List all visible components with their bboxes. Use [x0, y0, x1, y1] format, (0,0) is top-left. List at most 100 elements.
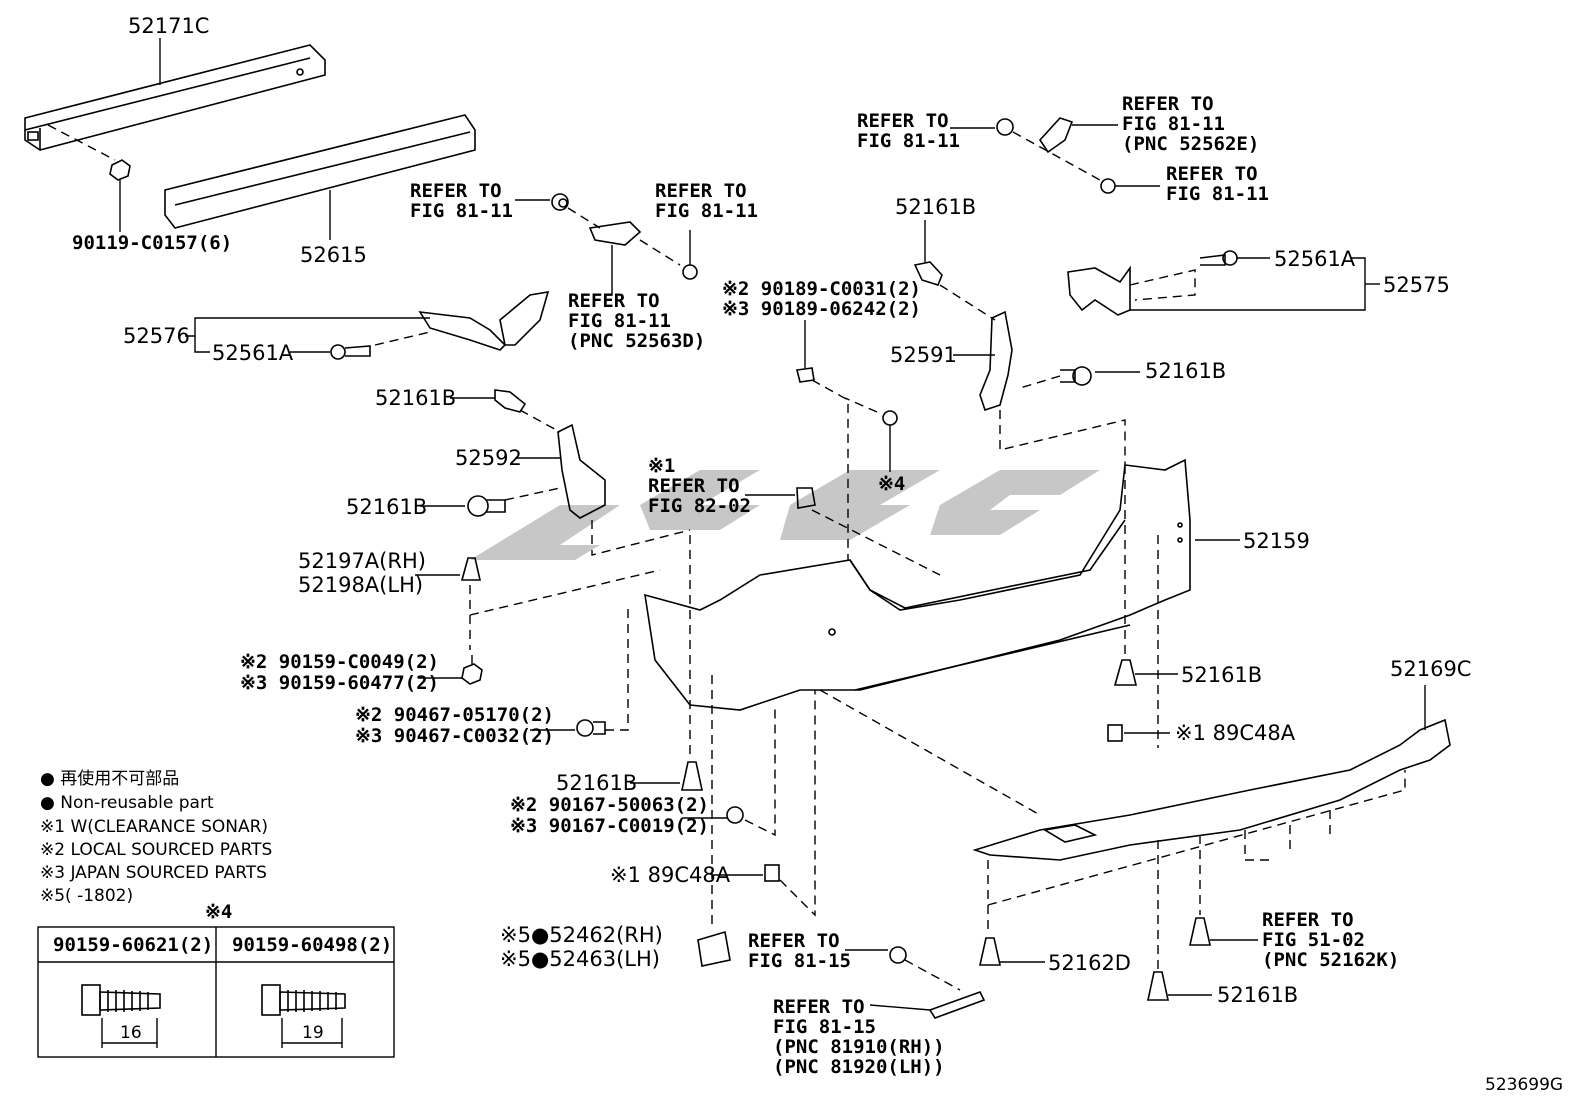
- label-52161B: 52161B: [1181, 663, 1262, 687]
- clip-icon: [889, 946, 907, 964]
- clip-icon: [996, 118, 1014, 136]
- clip-52161B-icon: [913, 261, 943, 286]
- clip-52162K-icon: [1189, 917, 1211, 946]
- refer-pnc: (PNC 52562E): [1122, 133, 1259, 155]
- bracket-52563D: [588, 221, 642, 246]
- legend-note-5: ※5( -1802): [40, 886, 133, 906]
- label-90167-japan: ※3 90167-C0019(2): [510, 815, 709, 837]
- table-col2-header: 90159-60498(2): [232, 934, 392, 956]
- refer-fig-link[interactable]: FIG 81-11: [568, 310, 671, 332]
- note-mark-s4: ※4: [878, 473, 905, 495]
- reflector-icon: [928, 991, 986, 1019]
- refer-pnc: (PNC 52162K): [1262, 949, 1399, 971]
- refer-fig-link[interactable]: FIG 81-11: [1166, 183, 1269, 205]
- legend-note-3: ※3 JAPAN SOURCED PARTS: [40, 863, 267, 883]
- label-52161B: 52161B: [375, 386, 456, 410]
- label-52561A-left: 52561A: [212, 341, 294, 365]
- label-89C48A-right: ※1 89C48A: [1175, 721, 1296, 745]
- label-52592: 52592: [455, 446, 522, 470]
- screw-icon: [682, 264, 698, 280]
- refer-fig-link[interactable]: FIG 81-11: [410, 200, 513, 222]
- part-52462-cover: [697, 930, 731, 967]
- label-90189-local: ※2 90189-C0031(2): [722, 278, 921, 300]
- refer-label: REFER TO: [655, 180, 747, 202]
- label-52575: 52575: [1383, 273, 1450, 297]
- clip-52161B-icon: [1060, 366, 1092, 386]
- clip-52161B-icon: [681, 761, 703, 791]
- refer-fig-link[interactable]: FIG 81-11: [1122, 113, 1225, 135]
- refer-fig-link[interactable]: FIG 81-15: [748, 950, 851, 972]
- refer-label: REFER TO: [1166, 163, 1258, 185]
- refer-label: REFER TO: [1262, 909, 1354, 931]
- table-dim2: 19: [302, 1023, 324, 1043]
- bolt-16mm-icon: [81, 984, 161, 1048]
- label-52162D: 52162D: [1048, 951, 1131, 975]
- label-52171C: 52171C: [128, 14, 209, 38]
- refer-label: REFER TO: [748, 930, 840, 952]
- clip-52161B-icon: [1113, 659, 1138, 686]
- label-90159-japan: ※3 90159-60477(2): [240, 672, 439, 694]
- label-90467-local: ※2 90467-05170(2): [355, 704, 554, 726]
- refer-fig-link[interactable]: FIG 82-02: [648, 495, 751, 517]
- label-89C48A-left: ※1 89C48A: [610, 863, 731, 887]
- watermark-logo: [470, 470, 1100, 560]
- table-col1-header: 90159-60621(2): [53, 934, 213, 956]
- label-52161B: 52161B: [556, 771, 637, 795]
- label-52197A: 52197A(RH): [298, 549, 426, 573]
- nut-90189-icon: [796, 367, 815, 383]
- table-dim1: 16: [120, 1023, 142, 1043]
- clip-52161B-icon: [467, 495, 506, 517]
- label-52161B: 52161B: [1217, 983, 1298, 1007]
- bracket-52562E: [1038, 117, 1074, 154]
- part-52159-bumper-cover: [644, 458, 1191, 711]
- label-90159-local: ※2 90159-C0049(2): [240, 651, 439, 673]
- part-52591: [979, 310, 1013, 412]
- refer-label: REFER TO: [648, 475, 740, 497]
- label-90189-japan: ※3 90189-06242(2): [722, 298, 921, 320]
- refer-label: REFER TO: [568, 290, 660, 312]
- label-52591: 52591: [890, 343, 957, 367]
- part-52615: [164, 114, 476, 229]
- bolt-19mm-icon: [261, 984, 346, 1048]
- retainer-52197A-icon: [460, 557, 482, 581]
- sensor-retainer-89C48A-icon: [764, 864, 780, 882]
- refer-fig-link[interactable]: FIG 81-11: [857, 130, 960, 152]
- part-52576-bracket: [418, 291, 550, 351]
- part-52171C: [24, 44, 326, 151]
- refer-fig-link[interactable]: FIG 81-11: [655, 200, 758, 222]
- label-52561A-right: 52561A: [1274, 247, 1356, 271]
- bolt-52561A-icon: [1199, 250, 1238, 266]
- bolt-90159-icon: [461, 655, 483, 685]
- part-52169C-lower-cover: [972, 718, 1451, 861]
- bolt-spec-table: ※4 90159-60621(2) 90159-60498(2) 16 19: [37, 901, 395, 1058]
- bolt-90119-icon: [109, 159, 131, 232]
- bolt-52561A-icon: [330, 344, 371, 360]
- label-90167-local: ※2 90167-50063(2): [510, 794, 709, 816]
- refer-label: REFER TO: [1122, 93, 1214, 115]
- legend-note-1: ※1 W(CLEARANCE SONAR): [40, 817, 268, 837]
- sonar-bracket-icon: [796, 487, 816, 509]
- refer-fig-link[interactable]: FIG 81-15: [773, 1016, 876, 1038]
- nut-90167-icon: [726, 806, 744, 824]
- label-52161B: 52161B: [895, 195, 976, 219]
- legend: ● 再使用不可部品 ● Non-reusable part ※1 W(CLEAR…: [40, 768, 272, 906]
- label-90119: 90119-C0157(6): [72, 232, 232, 254]
- refer-label: REFER TO: [410, 180, 502, 202]
- label-52615: 52615: [300, 243, 367, 267]
- label-52463: ※5●52463(LH): [500, 947, 660, 971]
- bolt-s4-icon: [882, 410, 898, 472]
- refer-label: REFER TO: [773, 996, 865, 1018]
- diagram-id: 523699G: [1485, 1075, 1563, 1095]
- clip-52161B-icon: [494, 389, 527, 413]
- table-mark: ※4: [205, 901, 232, 923]
- screw-icon: [1100, 178, 1116, 194]
- sensor-retainer-89C48A-icon: [1107, 724, 1123, 742]
- label-52198A: 52198A(LH): [298, 573, 423, 597]
- note-mark: ※1: [648, 455, 675, 477]
- label-52462: ※5●52462(RH): [500, 923, 663, 947]
- refer-fig-link[interactable]: FIG 51-02: [1262, 929, 1365, 951]
- legend-note-2: ※2 LOCAL SOURCED PARTS: [40, 840, 272, 860]
- clip-52161B-icon: [1147, 971, 1169, 1001]
